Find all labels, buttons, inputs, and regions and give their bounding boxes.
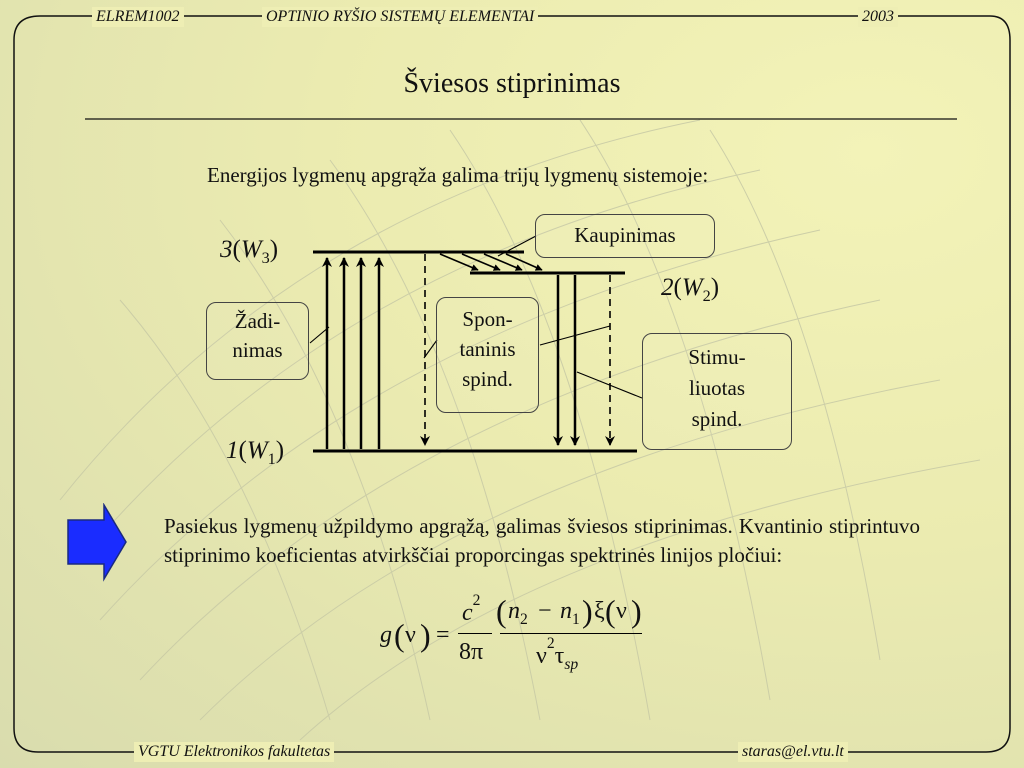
formula-nu-den: ν (536, 643, 547, 669)
formula-c-exponent: 2 (472, 592, 481, 609)
formula-denominator: ν2τsp (536, 635, 579, 674)
level-3-symbol: W (240, 236, 262, 263)
relaxation-arrow (505, 253, 543, 271)
callout-line-stimulated (576, 371, 643, 399)
relaxation-arrows (439, 253, 543, 271)
relaxation-arrow (483, 253, 523, 271)
formula-xi: ξ (594, 598, 605, 624)
level-1-label: 1(W1) (226, 437, 285, 468)
formula-c-squared: c2 (462, 592, 480, 627)
formula-n2-symbol: n (508, 598, 520, 624)
formula-n2: n2 (508, 598, 528, 629)
level-1-symbol: W (246, 437, 268, 464)
relaxation-arrow (461, 253, 501, 271)
slide-title: Šviesos stiprinimas (403, 68, 621, 99)
callout-line-spontaneous (423, 339, 438, 359)
pumping-label: Kaupinimas (574, 223, 676, 247)
footer-faculty: VGTU Elektronikos fakultetas (134, 742, 335, 762)
callout-line-spontaneous-2 (539, 325, 611, 346)
body-paragraph: Pasiekus lygmenų užpildymo apgrąžą, gali… (164, 514, 920, 567)
spontaneous-label: Spon- taninis spind. (459, 307, 516, 391)
footer-email: staras@el.vtu.lt (738, 742, 848, 762)
right-arrow-icon (67, 503, 127, 582)
formula-rparen-2: ) (582, 593, 593, 629)
formula-n2-subscript: 2 (520, 610, 528, 628)
formula-rparen: ) (420, 617, 431, 653)
callout-line-pumping (497, 235, 537, 257)
formula-minus: − (538, 598, 552, 624)
level-3-subscript: 3 (261, 249, 270, 267)
formula-n1-subscript: 1 (572, 610, 580, 628)
excitation-arrows (322, 257, 384, 449)
stimulated-label: Stimu- liuotas spind. (688, 345, 746, 431)
level-3-number: 3 (220, 236, 233, 263)
formula-nu-exponent: 2 (546, 635, 555, 652)
background-grid (59, 119, 981, 741)
formula-n1-symbol: n (560, 598, 572, 624)
level-2-symbol: W (681, 274, 703, 301)
formula-c: c (462, 600, 473, 626)
callout-lines (309, 235, 643, 399)
header-year: 2003 (858, 7, 898, 27)
formula-rparen-3: ) (631, 593, 642, 629)
pumping-box: Kaupinimas (535, 214, 715, 258)
header-code: ELREM1002 (92, 7, 184, 27)
formula-lparen-3: ( (605, 593, 616, 629)
fraction-bar-2 (500, 633, 642, 634)
formula-nu: ν (405, 622, 416, 648)
formula-8pi: 8π (459, 639, 484, 665)
spontaneous-box: Spon- taninis spind. (436, 297, 539, 413)
formula-g: g (380, 622, 392, 648)
fraction-bar-1 (458, 633, 492, 634)
level-2-label: 2(W2) (661, 274, 720, 305)
level-1-subscript: 1 (267, 450, 276, 468)
stimulated-box: Stimu- liuotas spind. (642, 333, 792, 450)
level-1-number: 1 (226, 437, 239, 464)
relaxation-arrow (439, 253, 479, 271)
intro-text: Energijos lygmenų apgrąža galima trijų l… (207, 163, 709, 187)
header-course: OPTINIO RYŠIO SISTEMŲ ELEMENTAI (262, 7, 539, 27)
formula-xi-arg: ν (616, 598, 627, 624)
excitation-label: Žadi- nimas (232, 309, 283, 362)
excitation-box: Žadi- nimas (206, 302, 309, 380)
level-2-number: 2 (661, 274, 674, 301)
formula-lparen-2: ( (496, 593, 507, 629)
formula-n1: n1 (560, 598, 580, 629)
level-2-subscript: 2 (702, 287, 711, 305)
callout-line-excitation (309, 326, 330, 344)
formula-tau: τ (554, 643, 565, 669)
formula-tau-subscript: sp (564, 655, 579, 673)
formula-equals: = (436, 622, 450, 648)
formula-lparen: ( (394, 617, 405, 653)
level-3-label: 3(W3) (220, 236, 279, 267)
